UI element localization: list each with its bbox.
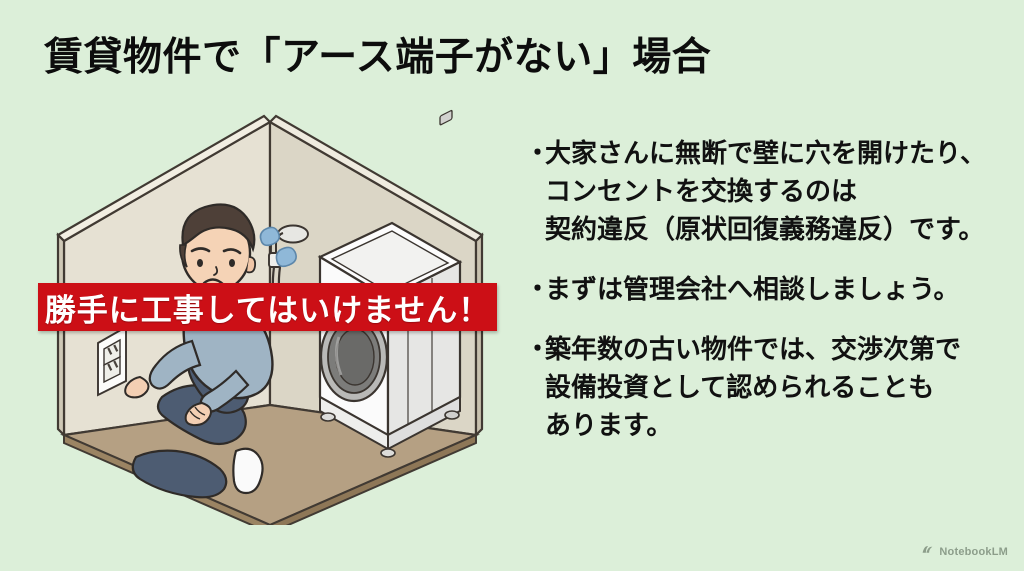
bullet-item-2: ・ まずは管理会社へ相談しましょう。 [525, 270, 1020, 308]
bullet-line: コンセントを交換するのは [545, 176, 858, 206]
warning-banner-text: 勝手に工事してはいけません！ [44, 292, 491, 328]
bullet-marker: ・ [525, 335, 551, 363]
bullet-marker: ・ [525, 139, 551, 167]
bullet-text-2: まずは管理会社へ相談しましょう。 [545, 270, 1020, 308]
bullet-marker: ・ [525, 275, 551, 303]
bullet-line: 大家さんに無断で壁に穴を開けたり、 [545, 138, 986, 168]
notebooklm-label: NotebookLM [939, 546, 1008, 558]
bullet-item-1: ・ 大家さんに無断で壁に穴を開けたり、 コンセントを交換するのは 契約違反（原状… [525, 134, 1020, 248]
sweat-drops [259, 226, 297, 268]
bullet-text-3: 築年数の古い物件では、交渉次第で 設備投資として認められることも あります。 [545, 330, 1020, 444]
bullet-text-1: 大家さんに無断で壁に穴を開けたり、 コンセントを交換するのは 契約違反（原状回復… [545, 134, 1020, 248]
bullet-list: ・ 大家さんに無断で壁に穴を開けたり、 コンセントを交換するのは 契約違反（原状… [525, 134, 1020, 466]
bullet-item-3: ・ 築年数の古い物件では、交渉次第で 設備投資として認められることも あります。 [525, 330, 1020, 444]
notebooklm-watermark: NotebookLM [921, 543, 1008, 561]
bullet-line: 設備投資として認められることも [545, 372, 935, 402]
kneeling-man [124, 203, 274, 499]
notebooklm-icon [921, 543, 934, 561]
bullet-line: あります。 [545, 410, 673, 440]
wall-outlet [97, 325, 127, 397]
bullet-line: 築年数の古い物件では、交渉次第で [545, 334, 962, 364]
bullet-line: まずは管理会社へ相談しましょう。 [545, 274, 960, 304]
isometric-laundry-room-illustration [40, 105, 520, 525]
bullet-line: 契約違反（原状回復義務違反）です。 [545, 214, 985, 244]
page-title: 賃貸物件で「アース端子がない」場合 [44, 36, 712, 79]
warning-banner: 勝手に工事してはいけません！ [38, 283, 497, 331]
